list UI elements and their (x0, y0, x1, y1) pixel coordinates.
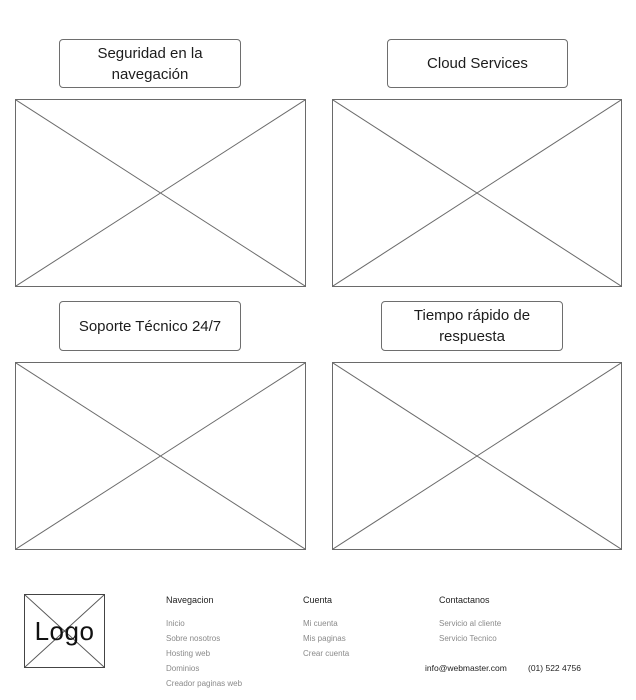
footer-link-servicio-tecnico[interactable]: Servicio Tecnico (439, 634, 497, 643)
feature-title-line: Cloud Services (427, 55, 528, 72)
logo-text: Logo (34, 615, 95, 646)
feature-title-soporte: Soporte Técnico 24/7 (59, 301, 241, 351)
footer-column-contactanos: Contactanos Servicio al cliente Servicio… (439, 594, 501, 646)
footer-link-crear-cuenta[interactable]: Crear cuenta (303, 649, 350, 658)
footer-link-inicio[interactable]: Inicio (166, 619, 185, 628)
footer-heading: Navegacion (166, 595, 214, 605)
feature-title-seguridad: Seguridad en la navegación (59, 39, 241, 88)
footer-link-servicio-al-cliente[interactable]: Servicio al cliente (439, 619, 502, 628)
feature-title-line: respuesta (439, 328, 505, 345)
footer-heading: Contactanos (439, 595, 490, 605)
footer-link-sobre-nosotros[interactable]: Sobre nosotros (166, 634, 221, 643)
image-placeholder-icon (333, 363, 621, 549)
footer-link-mi-cuenta[interactable]: Mi cuenta (303, 619, 338, 628)
feature-image-placeholder-cloud (332, 99, 622, 287)
footer-column-navegacion: Navegacion Inicio Sobre nosotros Hosting… (166, 594, 242, 691)
feature-title-line: Soporte Técnico 24/7 (78, 317, 222, 335)
footer-column-cuenta: Cuenta Mi cuenta Mis paginas Crear cuent… (303, 594, 349, 661)
feature-image-placeholder-soporte (15, 362, 306, 550)
feature-title-line: Tiempo rápido de (413, 307, 531, 324)
feature-image-placeholder-seguridad (15, 99, 306, 287)
footer-link-creador-paginas-web[interactable]: Creador paginas web (166, 679, 243, 688)
footer-link-hosting-web[interactable]: Hosting web (166, 649, 211, 658)
footer-email[interactable]: info@webmaster.com (425, 663, 507, 673)
feature-title-line: Seguridad en la (97, 44, 203, 62)
feature-image-placeholder-tiempo (332, 362, 622, 550)
footer-link-dominios[interactable]: Dominios (166, 664, 200, 673)
footer-phone: (01) 522 4756 (528, 663, 581, 673)
feature-title-line: navegación (111, 65, 189, 83)
logo-placeholder-icon (25, 595, 104, 667)
footer-logo[interactable]: Logo (24, 594, 105, 668)
footer-link-mis-paginas[interactable]: Mis paginas (303, 634, 346, 643)
image-placeholder-icon (16, 363, 305, 549)
image-placeholder-icon (16, 100, 305, 286)
feature-title-cloud: Cloud Services (387, 39, 568, 88)
feature-title-tiempo: Tiempo rápido de respuesta (381, 301, 563, 351)
footer-heading: Cuenta (303, 595, 333, 605)
image-placeholder-icon (333, 100, 621, 286)
